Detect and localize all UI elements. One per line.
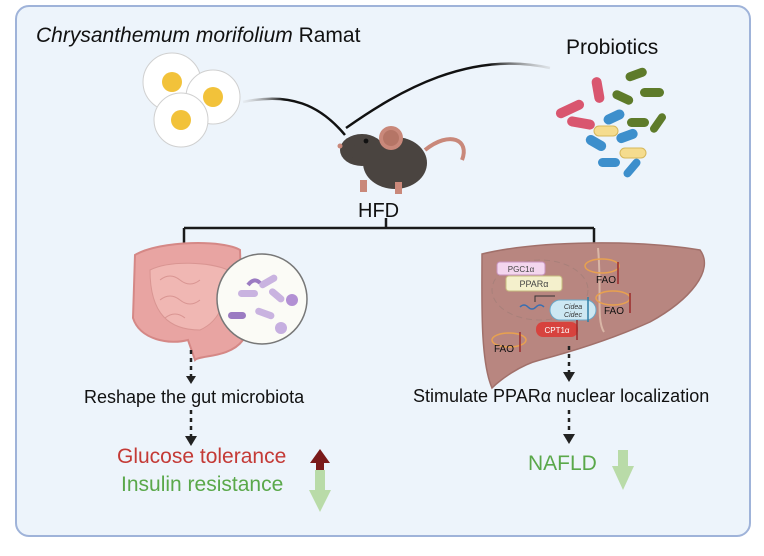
insulin-resistance-down-arrow-icon [309,470,331,512]
microbiota-magnifier-icon [216,253,308,345]
probiotics-label: Probiotics [566,36,659,59]
probiotics-to-mouse-curve [345,62,551,130]
liver-mechanism-label: Stimulate PPARα nuclear localization [413,386,710,406]
chrysanthemum-flowers-icon [142,52,241,148]
fao-mitochondria-3: FAO [491,332,527,355]
liver-to-mechanism-arrow [563,346,575,382]
fao-mitochondria-1: FAO [584,258,620,286]
nafld-label: NAFLD [528,452,597,475]
svg-text:FAO: FAO [494,344,514,355]
gut-to-mechanism-arrow [186,350,196,384]
probiotics-bacteria-icon [555,67,667,178]
species-authority: Ramat [292,24,361,47]
liver-mechanism-to-outcome-arrow [563,410,575,444]
mouse-icon [337,126,466,194]
svg-text:FAO: FAO [596,275,616,286]
glucose-tolerance-label: Glucose tolerance [117,445,287,468]
hfd-label: HFD [358,200,400,222]
gut-mechanism-label: Reshape the gut microbiota [84,387,305,407]
cpt1a-label: CPT1α [544,326,569,335]
liver-labels: PGC1α PPARα Cidea Cidec CPT1α FAO FAO FA… [491,258,631,355]
species-name: Chrysanthemum morifolium [36,24,293,47]
ppara-label: PPARα [519,279,548,289]
pgc1a-label: PGC1α [508,265,535,274]
nafld-down-arrow-icon [612,450,634,490]
gut-mechanism-to-outcome-arrow [185,410,197,446]
flower-to-mouse-curve [242,97,346,136]
branch-bracket [182,218,596,243]
cidec-label: Cidec [564,312,582,319]
insulin-resistance-label: Insulin resistance [121,473,284,496]
cidea-label: Cidea [564,304,582,311]
figure-title: Chrysanthemum morifolium Ramat [36,24,360,48]
fao-mitochondria-2: FAO [595,290,631,317]
svg-text:FAO: FAO [604,306,624,317]
intestine-icon [131,242,245,362]
